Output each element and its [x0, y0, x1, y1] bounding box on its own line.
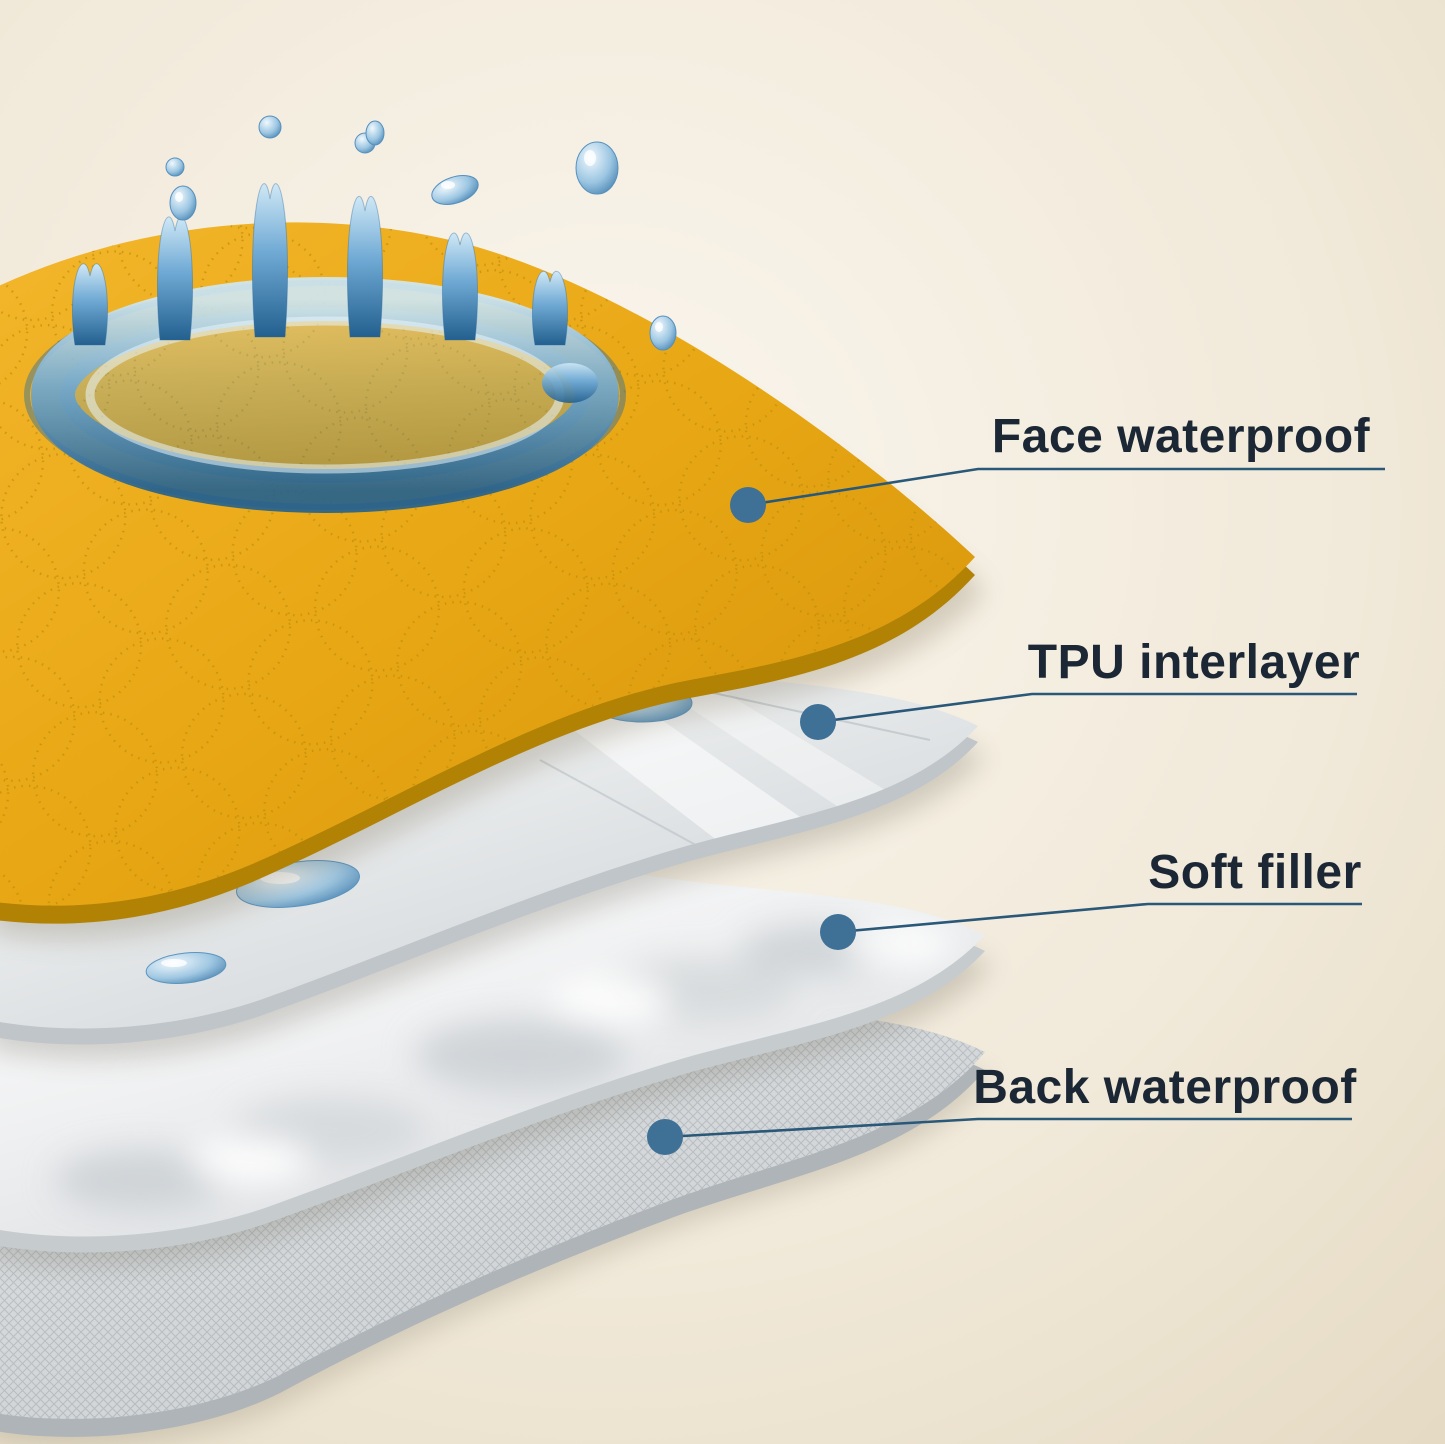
- callout-line: [747, 467, 1385, 507]
- water-splash-icon: [24, 115, 626, 513]
- layer-label-tpu-interlayer: TPU interlayer: [1028, 636, 1360, 689]
- callout-line: [817, 692, 1357, 724]
- layer-soft-filler: [0, 808, 993, 1267]
- callout-face-waterproof: Face waterproof: [730, 410, 1385, 523]
- water-droplet-icon: [169, 185, 197, 221]
- water-droplet-icon: [365, 120, 385, 146]
- callout-line: [664, 1117, 1352, 1139]
- layer-label-face-waterproof: Face waterproof: [992, 410, 1371, 463]
- flying-droplets: [169, 120, 677, 351]
- water-droplet-icon: [431, 175, 479, 205]
- water-droplet-icon: [575, 141, 619, 195]
- filler-fluff-texture: [55, 924, 955, 1210]
- callout-soft-filler: Soft filler: [820, 846, 1362, 950]
- callout-line: [837, 902, 1362, 934]
- water-droplet-icon: [649, 315, 677, 351]
- callout-tpu-interlayer: TPU interlayer: [800, 636, 1360, 740]
- callout-dot: [647, 1119, 683, 1155]
- callout-dot: [820, 914, 856, 950]
- callouts: Face waterproof TPU interlayer Soft fill…: [647, 410, 1385, 1155]
- layer-label-back-waterproof: Back waterproof: [973, 1061, 1357, 1114]
- layer-label-soft-filler: Soft filler: [1148, 846, 1362, 899]
- callout-dot: [800, 704, 836, 740]
- water-droplet-icon: [145, 952, 227, 984]
- callout-back-waterproof: Back waterproof: [647, 1061, 1357, 1155]
- callout-dot: [730, 487, 766, 523]
